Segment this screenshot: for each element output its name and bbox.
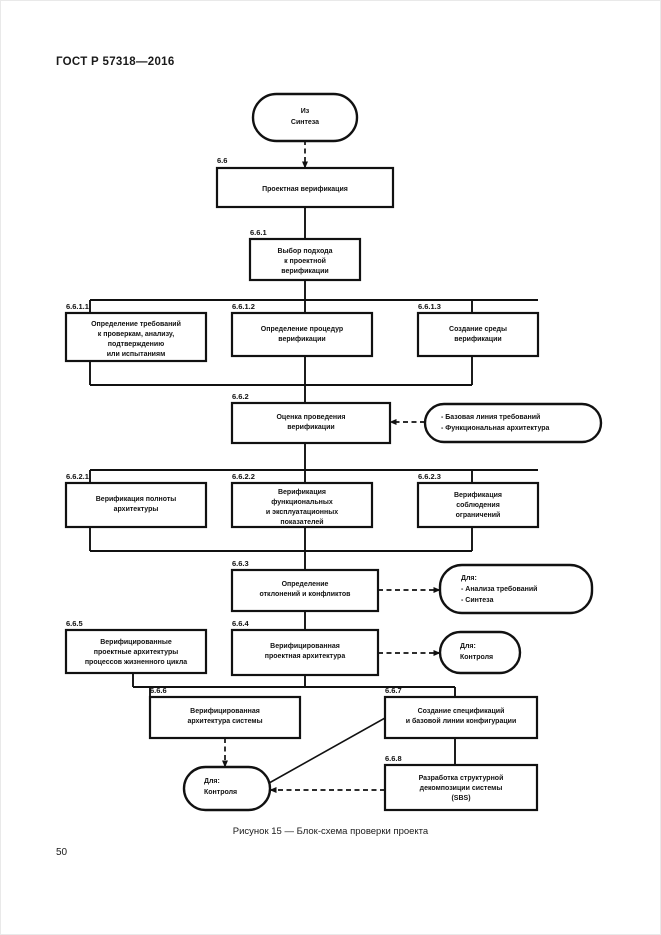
node-668-line3: (SBS) xyxy=(451,795,470,802)
connector-664-665-bus xyxy=(132,673,456,697)
node-6623-id: 6.6.2.3 xyxy=(418,472,441,481)
node-665-line2: проектные архитектуры xyxy=(94,649,178,656)
node-6613[interactable]: 6.6.1.3 Создание среды верификации xyxy=(416,302,540,358)
annotation-out-663-line1: Для: xyxy=(461,575,477,582)
node-source-line1: Из xyxy=(301,108,310,115)
annotation-out-664-line2: Контроля xyxy=(460,654,493,661)
node-6612-line1: Определение процедур xyxy=(261,326,343,333)
node-66-line1: Проектная верификация xyxy=(262,186,348,193)
node-664-line2: проектная архитектура xyxy=(265,653,346,660)
node-662-id: 6.6.2 xyxy=(232,392,249,401)
node-666-line1: Верифицированная xyxy=(190,708,260,715)
node-661-line1: Выбор подхода xyxy=(278,247,333,255)
node-668-line1: Разработка структурной xyxy=(419,774,504,782)
connector-661x-bus-to-662 xyxy=(89,356,473,403)
node-668-id: 6.6.8 xyxy=(385,754,402,763)
node-664-id: 6.6.4 xyxy=(232,619,250,628)
node-6612-id: 6.6.1.2 xyxy=(232,302,255,311)
node-666-line2: архитектура системы xyxy=(187,718,262,725)
node-663-line1: Определение xyxy=(282,581,329,588)
node-6621[interactable]: 6.6.2.1 Верификация полноты архитектуры xyxy=(64,472,208,529)
node-source[interactable]: Из Синтеза xyxy=(251,92,359,143)
node-6621-line1: Верификация полноты xyxy=(96,496,177,503)
node-662-line2: верификации xyxy=(287,424,334,431)
node-66-id: 6.6 xyxy=(217,156,227,165)
node-661[interactable]: 6.6.1 Выбор подхода к проектной верифика… xyxy=(248,228,362,282)
node-6613-line1: Создание среды xyxy=(449,326,507,333)
node-663-id: 6.6.3 xyxy=(232,559,249,568)
node-6612-line2: верификации xyxy=(278,336,325,343)
page-number: 50 xyxy=(56,847,68,858)
node-663-line2: отклонений и конфликтов xyxy=(260,590,352,598)
connector-662-bus xyxy=(89,443,538,483)
node-6623[interactable]: 6.6.2.3 Верификация соблюдения ограничен… xyxy=(416,472,540,529)
node-661-id: 6.6.1 xyxy=(250,228,267,237)
connector-661-bus xyxy=(89,280,538,313)
node-6623-line1: Верификация xyxy=(454,492,502,499)
node-664-line1: Верифицированная xyxy=(270,643,340,650)
node-667-id: 6.6.7 xyxy=(385,686,402,695)
node-66[interactable]: 6.6 Проектная верификация xyxy=(215,156,395,209)
annotation-out-663: Для: - Анализа требований - Синтеза xyxy=(438,563,594,615)
node-6611-id: 6.6.1.1 xyxy=(66,302,89,311)
connector-667-to-out xyxy=(261,717,386,788)
annotation-out-666-line2: Контроля xyxy=(204,789,237,796)
node-6622[interactable]: 6.6.2.2 Верификация функциональных и экс… xyxy=(230,472,374,529)
node-661-line2: к проектной xyxy=(284,257,326,265)
node-6622-line3: и эксплуатационных xyxy=(266,509,338,516)
node-665[interactable]: 6.6.5 Верифицированные проектные архитек… xyxy=(64,619,208,675)
node-668-line2: декомпозиции системы xyxy=(420,785,503,792)
node-661-line3: верификации xyxy=(281,268,328,275)
node-6622-id: 6.6.2.2 xyxy=(232,472,255,481)
annotation-out-663-line2: - Анализа требований xyxy=(461,585,537,593)
node-6621-line2: архитектуры xyxy=(114,506,159,513)
node-6611-line1: Определение требований xyxy=(91,320,181,328)
node-6611-line4: или испытаниям xyxy=(107,351,166,358)
annotation-input-662-line1: - Базовая линия требований xyxy=(441,413,540,421)
connector-662x-bus-to-663 xyxy=(89,527,473,570)
annotation-out-664: Для: Контроля xyxy=(438,630,522,675)
standard-header: ГОСТ Р 57318—2016 xyxy=(56,56,175,68)
node-source-line2: Синтеза xyxy=(291,119,319,126)
node-666[interactable]: 6.6.6 Верифицированная архитектура систе… xyxy=(148,686,302,740)
node-667[interactable]: 6.6.7 Создание спецификаций и базовой ли… xyxy=(383,686,539,740)
figure-caption: Рисунок 15 — Блок-схема проверки проекта xyxy=(232,826,429,837)
node-6622-line1: Верификация xyxy=(278,489,326,496)
annotation-input-662: - Базовая линия требований - Функциональ… xyxy=(423,402,603,444)
annotation-out-664-line1: Для: xyxy=(460,643,476,650)
annotation-out-666-line1: Для: xyxy=(204,778,220,785)
node-6611[interactable]: 6.6.1.1 Определение требований к проверк… xyxy=(64,302,208,363)
node-6623-line2: соблюдения xyxy=(456,501,500,509)
node-6613-line2: верификации xyxy=(454,336,501,343)
node-665-line1: Верифицированные xyxy=(100,639,172,646)
node-662-line1: Оценка проведения xyxy=(276,414,345,421)
node-6611-line3: подтверждению xyxy=(108,341,164,348)
node-6613-id: 6.6.1.3 xyxy=(418,302,441,311)
node-664[interactable]: 6.6.4 Верифицированная проектная архитек… xyxy=(230,619,380,677)
node-6623-line3: ограничений xyxy=(456,511,501,519)
node-6612[interactable]: 6.6.1.2 Определение процедур верификации xyxy=(230,302,374,358)
node-667-line1: Создание спецификаций xyxy=(418,707,505,715)
node-665-id: 6.6.5 xyxy=(66,619,83,628)
node-665-line3: процессов жизненного цикла xyxy=(85,659,187,666)
node-6622-line2: функциональных xyxy=(271,499,333,506)
node-667-line2: и базовой линии конфигурации xyxy=(406,717,517,725)
annotation-out-663-line3: - Синтеза xyxy=(461,597,494,604)
node-668[interactable]: 6.6.8 Разработка структурной декомпозици… xyxy=(383,754,539,812)
node-666-id: 6.6.6 xyxy=(150,686,167,695)
node-663[interactable]: 6.6.3 Определение отклонений и конфликто… xyxy=(230,559,380,613)
node-6621-id: 6.6.2.1 xyxy=(66,472,89,481)
node-6611-line2: к проверкам, анализу, xyxy=(98,331,175,338)
node-662[interactable]: 6.6.2 Оценка проведения верификации xyxy=(230,392,392,445)
annotation-input-662-line2: - Функциональная архитектура xyxy=(441,425,550,432)
node-6622-line4: показателей xyxy=(280,518,323,526)
annotation-out-666: Для: Контроля xyxy=(182,765,272,812)
